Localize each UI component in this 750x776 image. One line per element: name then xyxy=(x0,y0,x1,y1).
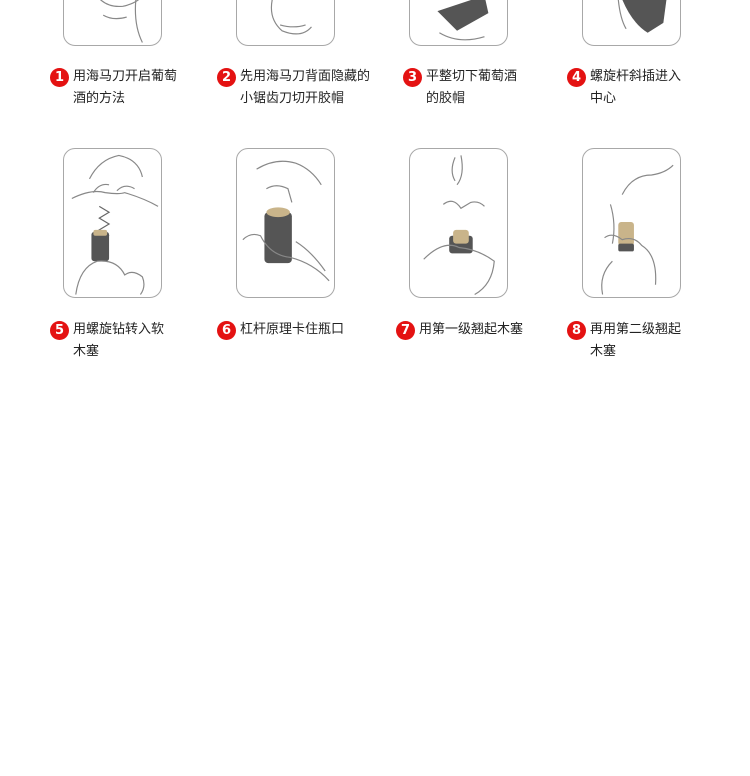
corkscrew-spiral-icon xyxy=(71,154,159,295)
bottle-neck-icon xyxy=(617,0,667,33)
step-8-text: 再用第二级翘起木塞 xyxy=(590,322,682,359)
step-5-badge: 5 xyxy=(50,321,69,340)
step-4-illustration xyxy=(582,0,681,46)
step-3-text: 平整切下葡萄酒的胶帽 xyxy=(426,69,518,106)
step-3-badge: 3 xyxy=(403,68,422,87)
step-7-badge: 7 xyxy=(396,321,415,340)
step-5-illustration xyxy=(63,148,162,298)
cut-capsule-icon xyxy=(437,0,489,41)
step-1-illustration xyxy=(63,0,162,46)
step-4-text: 螺旋杆斜插进入中心 xyxy=(590,69,682,106)
step-8-illustration xyxy=(582,148,681,298)
second-lever-icon xyxy=(601,164,674,295)
step-7-illustration xyxy=(409,148,508,298)
step-1-badge: 1 xyxy=(50,68,69,87)
first-lever-icon xyxy=(423,155,495,296)
hand-knife-icon xyxy=(270,0,312,35)
step-7-text: 用第一级翘起木塞 xyxy=(419,322,524,337)
step-2-badge: 2 xyxy=(217,68,236,87)
lever-bottle-icon xyxy=(242,160,330,282)
step-6-badge: 6 xyxy=(217,321,236,340)
step-5-text: 用螺旋钻转入软木塞 xyxy=(73,322,165,359)
step-1-text: 用海马刀开启葡萄酒的方法 xyxy=(73,69,178,106)
step-2-illustration xyxy=(236,0,335,46)
step-6-text: 杠杆原理卡住瓶口 xyxy=(240,322,345,337)
step-8-badge: 8 xyxy=(567,321,586,340)
step-4-badge: 4 xyxy=(567,68,586,87)
step-3-illustration xyxy=(409,0,508,46)
hand-bottle-icon xyxy=(100,0,143,43)
step-6-illustration xyxy=(236,148,335,298)
step-2-text: 先用海马刀背面隐藏的小锯齿刀切开胶帽 xyxy=(240,69,371,106)
